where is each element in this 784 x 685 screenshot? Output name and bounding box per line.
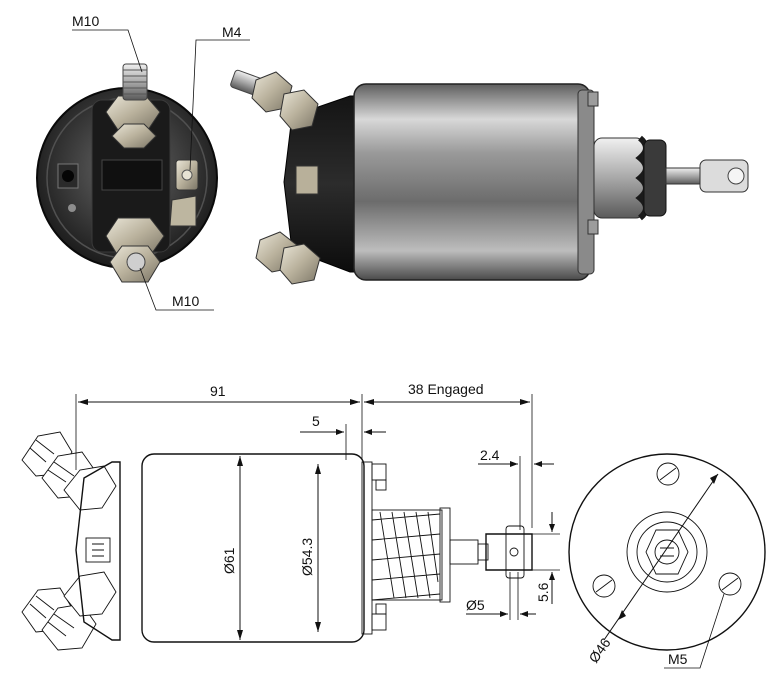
label-m10-bottom: M10: [172, 293, 199, 309]
side-top-stud: [230, 69, 319, 131]
dim-body-diameter: Ø61: [221, 547, 237, 574]
label-screw: M5: [668, 651, 688, 667]
dim-inner-diameter: Ø54.3: [299, 538, 315, 576]
label-m4: M4: [222, 24, 242, 40]
drawing-side-view: [21, 431, 533, 651]
label-bolt-circle: Ø46: [585, 635, 613, 666]
photo-side-view: [230, 69, 749, 285]
top-terminal-stud: [105, 63, 161, 149]
label-m10-top: M10: [72, 13, 99, 29]
dim-slot: 5.6: [535, 582, 551, 602]
dim-offset: 5: [312, 413, 320, 429]
side-bottom-stud: [255, 231, 321, 285]
m4-terminal: [169, 159, 199, 227]
bottom-terminal-stud: [105, 217, 165, 283]
dim-gap: 2.4: [480, 447, 500, 463]
dim-pin-diameter: Ø5: [466, 597, 485, 613]
screw-holes: [592, 462, 742, 598]
dimension-lines: [75, 394, 560, 640]
photo-end-view: [36, 29, 250, 311]
dim-length: 91: [210, 383, 226, 399]
drawing-front-view: [568, 453, 766, 669]
dim-travel: 38 Engaged: [408, 381, 484, 397]
